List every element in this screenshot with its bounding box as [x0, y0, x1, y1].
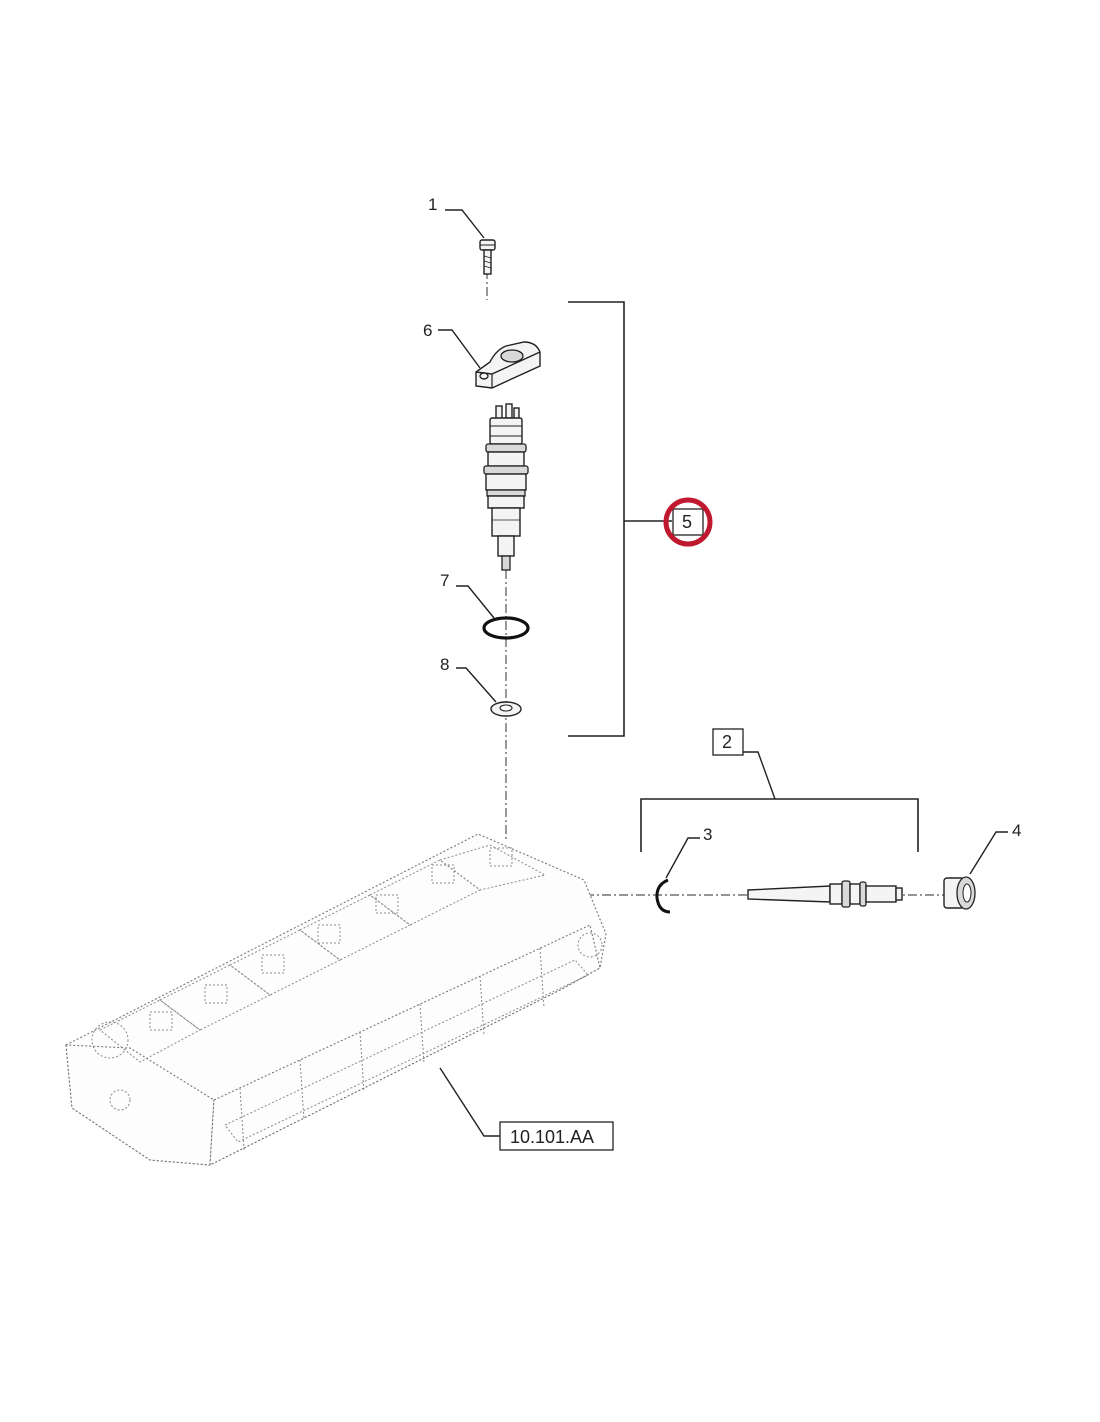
callout-5[interactable]: 5 [682, 512, 692, 532]
part-fuel-connector-tube[interactable] [747, 880, 903, 908]
part-o-ring[interactable] [482, 616, 530, 640]
kit-2-leader [743, 751, 776, 800]
callout-8: 8 [440, 655, 449, 674]
part-sealing-washer[interactable] [490, 701, 522, 717]
part-fuel-injector[interactable] [483, 403, 529, 571]
callout-8-leader [456, 667, 497, 703]
part-injector-clamp[interactable] [475, 341, 541, 389]
callout-2[interactable]: 2 [722, 732, 732, 752]
part-retaining-ring[interactable] [655, 878, 671, 914]
callout-3: 3 [703, 825, 712, 844]
reference-box [499, 1121, 614, 1151]
callout-5-highlight-ring [663, 497, 713, 547]
callout-6-leader [438, 329, 481, 369]
callout-5-box [672, 508, 704, 536]
callout-3-leader [665, 837, 700, 879]
callout-7-leader [456, 585, 495, 619]
part-bolt[interactable] [479, 239, 496, 275]
callout-6: 6 [423, 321, 432, 340]
callout-4: 4 [1012, 821, 1021, 840]
callout-4-leader [969, 831, 1008, 875]
reference-leader [439, 1067, 500, 1137]
cylinder-head-phantom [65, 833, 607, 1166]
callout-7: 7 [440, 571, 449, 590]
kit-5-bracket [568, 301, 625, 737]
reference-label[interactable]: 10.101.AA [510, 1127, 594, 1147]
part-connector-fitting[interactable] [943, 876, 976, 910]
callout-2-box [712, 728, 744, 756]
callout-1: 1 [428, 195, 437, 214]
callout-1-leader [445, 209, 485, 239]
kit-2-bracket [640, 798, 919, 852]
